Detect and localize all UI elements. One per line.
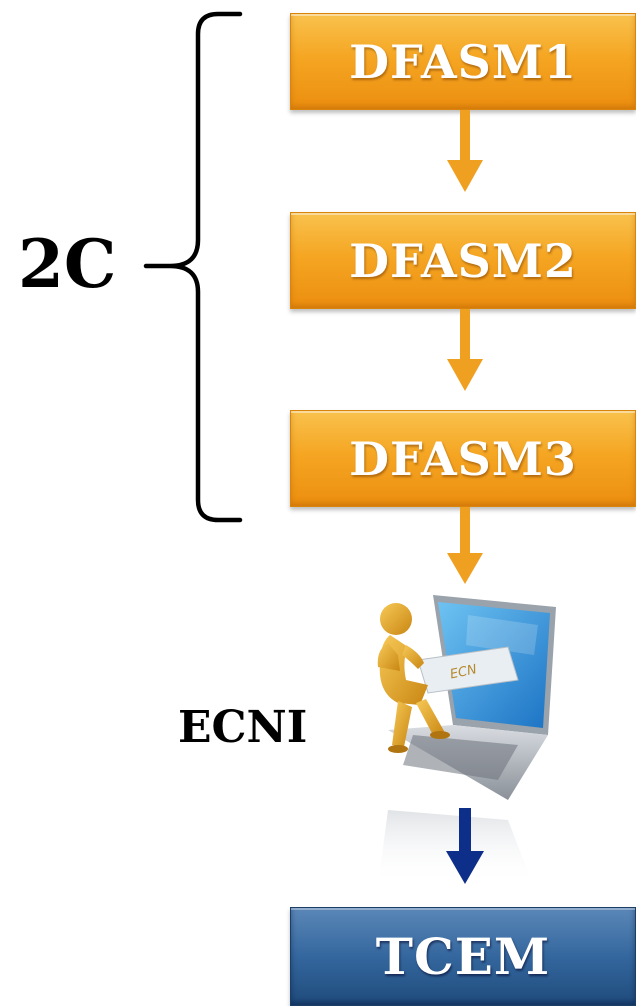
svg-text:ECN: ECN	[449, 662, 479, 682]
step-box-dfasm1: DFASM1	[290, 13, 636, 110]
step-box-dfasm2: DFASM2	[290, 212, 636, 309]
step-label: DFASM2	[349, 233, 577, 288]
step-label: DFASM1	[349, 34, 577, 89]
arrow-down-icon	[446, 808, 484, 884]
step-label: DFASM3	[349, 431, 577, 486]
final-label: TCEM	[375, 927, 551, 986]
arrow-down-icon	[447, 110, 483, 192]
group-brace	[143, 11, 243, 523]
arrow-down-icon	[447, 309, 483, 391]
exam-label-ecni: ECNI	[178, 702, 308, 753]
step-box-dfasm3: DFASM3	[290, 410, 636, 507]
group-label-2c: 2C	[18, 225, 117, 303]
final-box-tcem: TCEM	[290, 907, 636, 1006]
arrow-down-icon	[447, 507, 483, 584]
person-at-laptop-icon: ECN	[377, 595, 556, 885]
